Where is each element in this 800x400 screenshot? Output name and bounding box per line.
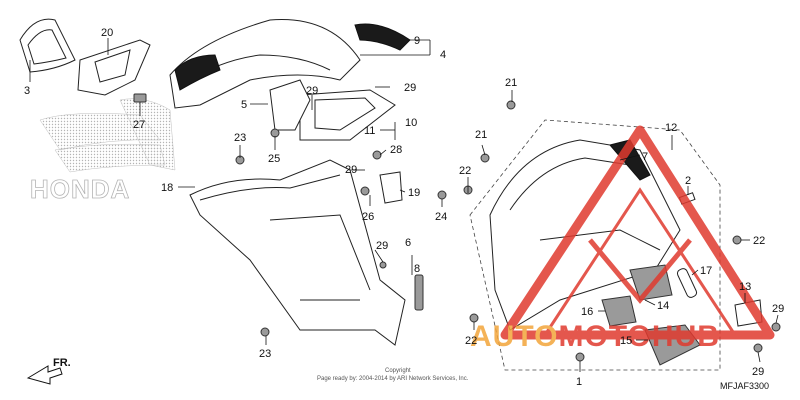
callout-5: 5	[241, 99, 247, 111]
callout-22a: 22	[459, 165, 471, 177]
callout-29e: 29	[772, 303, 784, 315]
callout-labels: 3 20 27 9 4 5 29 29 10 11 23 25 28 29 18…	[24, 27, 784, 388]
callout-23a: 23	[234, 132, 246, 144]
svg-text:AUTOMOTOHUB: AUTOMOTOHUB	[470, 320, 720, 353]
middle-cowl-left-part-18	[189, 159, 406, 346]
callout-4: 4	[440, 49, 446, 61]
callout-29a: 29	[306, 85, 318, 97]
callout-10: 10	[405, 117, 417, 129]
callout-29f: 29	[752, 366, 764, 378]
callout-25: 25	[268, 153, 280, 165]
callout-1: 1	[576, 376, 582, 388]
bracket-part-20	[77, 39, 151, 96]
callout-28: 28	[390, 144, 402, 156]
callout-11: 11	[364, 125, 375, 137]
callout-2: 2	[685, 175, 691, 187]
callout-21b: 21	[475, 129, 487, 141]
front-direction-arrow: FR.	[26, 357, 71, 385]
callout-29c: 29	[345, 164, 357, 176]
callout-29b: 29	[404, 82, 416, 94]
front-direction-label: FR.	[53, 357, 71, 369]
fasteners-left	[235, 100, 781, 362]
callout-21a: 21	[505, 77, 517, 89]
callout-16: 16	[581, 306, 593, 318]
inner-panel-part-10	[299, 89, 396, 141]
callout-19: 19	[408, 187, 420, 199]
emblem-part-9	[354, 23, 411, 51]
honda-brand-text: HONDA	[30, 174, 130, 204]
callout-14: 14	[657, 300, 669, 312]
copyright-text: Copyright	[385, 368, 411, 374]
callout-20: 20	[101, 27, 113, 39]
callout-13: 13	[739, 281, 751, 293]
callout-26: 26	[362, 211, 374, 223]
callout-6: 6	[405, 237, 411, 249]
callout-3: 3	[24, 85, 30, 97]
watermark-auto-text: AUTO	[470, 320, 558, 353]
callout-12: 12	[665, 122, 677, 134]
watermark-hub-text: HUB	[652, 320, 720, 353]
callout-18: 18	[161, 182, 173, 194]
bracket-part-5	[269, 79, 311, 131]
callout-9: 9	[414, 35, 420, 47]
bracket-part-19	[379, 171, 403, 204]
honda-wing-logo: HONDA	[30, 98, 176, 204]
strip-part-8	[414, 274, 424, 311]
callout-24: 24	[435, 211, 447, 223]
callout-23b: 23	[259, 348, 271, 360]
automotohub-watermark: AUTOMOTOHUB	[470, 125, 775, 353]
callout-7: 7	[642, 151, 648, 163]
diagram-code: MFJAF3300	[720, 381, 769, 391]
watermark-moto-text: MOTO	[558, 320, 651, 353]
callout-22c: 22	[465, 335, 477, 347]
callout-17: 17	[700, 265, 712, 277]
air-duct-part-3	[19, 18, 76, 73]
callout-8: 8	[414, 263, 420, 275]
callout-15: 15	[620, 335, 632, 347]
callout-27: 27	[133, 119, 145, 131]
bolt-part-27	[133, 93, 147, 116]
upper-cowl-part-4	[169, 19, 361, 109]
page-ready-text: Page ready by: 2004-2014 by ARI Network …	[317, 376, 469, 382]
callout-22b: 22	[753, 235, 765, 247]
leader-lines	[29, 38, 779, 372]
pad-part-16	[601, 295, 637, 327]
seal-part-17	[676, 268, 698, 298]
callout-29d: 29	[376, 240, 388, 252]
